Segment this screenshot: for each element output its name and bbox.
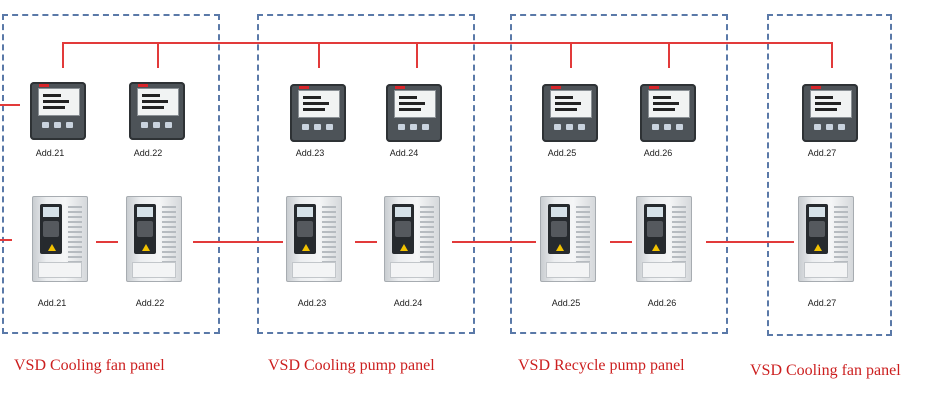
- panel-caption: VSD Cooling fan panel: [14, 357, 165, 374]
- meter-address-label: Add.25: [547, 148, 577, 158]
- vsd-address-label: Add.27: [807, 298, 837, 308]
- panel-box-4: [767, 14, 892, 336]
- vsd-link-5: [610, 241, 632, 243]
- meter-bus-drop-7: [831, 42, 833, 68]
- vsd-link-6: [706, 241, 794, 243]
- vsd-address-label: Add.26: [647, 298, 677, 308]
- vsd-address-label: Add.22: [135, 298, 165, 308]
- meter-address-label: Add.24: [389, 148, 419, 158]
- vsd-link-4: [452, 241, 536, 243]
- meter-bus-line: [62, 42, 832, 44]
- meter-address-label: Add.23: [295, 148, 325, 158]
- meter-address-label: Add.22: [133, 148, 163, 158]
- vsd-drive-icon: [126, 196, 182, 282]
- vsd-link-in: [0, 239, 12, 241]
- power-meter-icon: [542, 84, 598, 142]
- vsd-address-label: Add.25: [551, 298, 581, 308]
- meter-bus-drop-1: [62, 42, 64, 68]
- power-meter-icon: [640, 84, 696, 142]
- vsd-address-label: Add.24: [393, 298, 423, 308]
- meter-address-label: Add.21: [35, 148, 65, 158]
- power-meter-icon: [290, 84, 346, 142]
- panel-caption: VSD Cooling pump panel: [268, 357, 435, 374]
- power-meter-icon: [30, 82, 86, 140]
- power-meter-icon: [386, 84, 442, 142]
- meter-bus-drop-3: [318, 42, 320, 68]
- panel-box-3: [510, 14, 728, 334]
- meter-bus-drop-6: [668, 42, 670, 68]
- vsd-link-1: [96, 241, 118, 243]
- vsd-drive-icon: [798, 196, 854, 282]
- vsd-drive-icon: [32, 196, 88, 282]
- panel-caption: VSD Recycle pump panel: [518, 357, 685, 374]
- vsd-address-label: Add.21: [37, 298, 67, 308]
- panel-caption: VSD Cooling fan panel: [750, 362, 901, 379]
- vsd-drive-icon: [636, 196, 692, 282]
- meter-incoming-line: [0, 104, 20, 106]
- vsd-drive-icon: [384, 196, 440, 282]
- panel-box-1: [2, 14, 220, 334]
- vsd-link-2: [193, 241, 283, 243]
- meter-address-label: Add.26: [643, 148, 673, 158]
- vsd-drive-icon: [286, 196, 342, 282]
- meter-address-label: Add.27: [807, 148, 837, 158]
- meter-bus-drop-4: [416, 42, 418, 68]
- panel-box-2: [257, 14, 475, 334]
- power-meter-icon: [129, 82, 185, 140]
- vsd-drive-icon: [540, 196, 596, 282]
- meter-bus-drop-5: [570, 42, 572, 68]
- vsd-address-label: Add.23: [297, 298, 327, 308]
- vsd-link-3: [355, 241, 377, 243]
- meter-bus-drop-2: [157, 42, 159, 68]
- power-meter-icon: [802, 84, 858, 142]
